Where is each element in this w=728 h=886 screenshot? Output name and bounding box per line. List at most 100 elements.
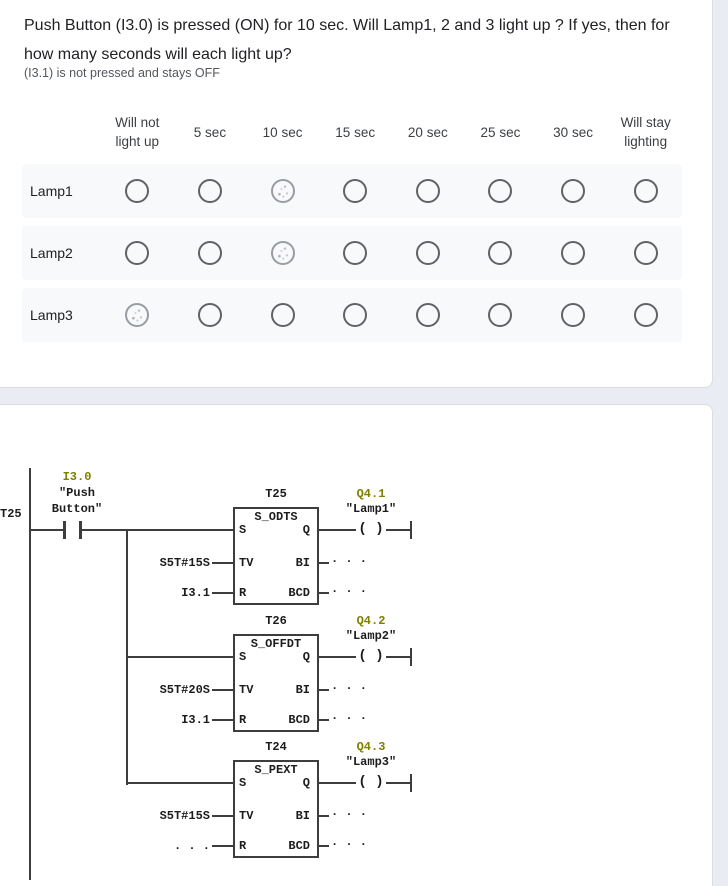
timer-number: T26: [265, 614, 287, 628]
radio-button[interactable]: [270, 179, 295, 203]
column-header: 20 sec: [407, 124, 448, 140]
wire: [212, 815, 233, 817]
radio-button[interactable]: [561, 241, 586, 265]
pin-r: R: [239, 586, 247, 600]
radio-button[interactable]: [633, 241, 658, 265]
pin-tv: TV: [239, 683, 254, 697]
question-title: Push Button (I3.0) is pressed (ON) for 1…: [24, 17, 670, 63]
radio-button[interactable]: [415, 241, 440, 265]
coil-symbol: ( ): [358, 521, 384, 537]
r-operand: I3.1: [181, 586, 210, 600]
bcd-unconnected: . . .: [331, 582, 368, 596]
radio-button[interactable]: [415, 179, 440, 203]
coil-address: Q4.2: [356, 614, 386, 628]
contact-name-line1: "Push: [58, 486, 95, 500]
pin-s: S: [239, 523, 247, 537]
pin-bi: BI: [295, 809, 310, 823]
radio-button[interactable]: [270, 241, 295, 265]
wire: [319, 592, 329, 594]
coil-symbol: ( ): [358, 774, 384, 790]
wire: [319, 689, 329, 691]
radio-button[interactable]: [343, 241, 368, 265]
question-card: Push Button (I3.0) is pressed (ON) for 1…: [0, 0, 713, 388]
wire: [386, 782, 410, 784]
timer-function: S_OFFDT: [250, 637, 302, 651]
timer-number: T25: [0, 507, 22, 521]
coil-address: Q4.1: [356, 487, 386, 501]
radio-button[interactable]: [270, 303, 295, 327]
grid-row-lamp3: Lamp3: [22, 288, 682, 342]
bcd-unconnected: . . .: [331, 709, 368, 723]
column-header: 5 sec: [193, 124, 227, 140]
pin-bi: BI: [295, 683, 310, 697]
bi-unconnected: . . .: [331, 679, 368, 693]
coil-symbol: ( ): [358, 648, 384, 664]
wire: [212, 845, 233, 847]
radio-button[interactable]: [125, 241, 150, 265]
wire: [212, 719, 233, 721]
pin-s: S: [239, 776, 247, 790]
timer-number: T25: [265, 487, 287, 501]
timer-box: [233, 507, 319, 605]
tv-operand: S5T#20S: [159, 683, 210, 697]
wire: [319, 529, 356, 531]
wire: [212, 689, 233, 691]
radio-button[interactable]: [561, 179, 586, 203]
coil-name: "Lamp2": [345, 629, 397, 643]
wire: [82, 529, 233, 531]
row-label: Lamp1: [30, 183, 73, 199]
wire: [319, 782, 356, 784]
rail-end-tick: [410, 521, 412, 539]
power-rail: [29, 468, 31, 880]
grid-row-lamp1: Lamp1: [22, 164, 682, 218]
grid-row-lamp2: Lamp2: [22, 226, 682, 280]
radio-button[interactable]: [633, 179, 658, 203]
wire: [212, 592, 233, 594]
radio-button[interactable]: [125, 179, 150, 203]
radio-button[interactable]: [197, 303, 222, 327]
radio-button[interactable]: [561, 303, 586, 327]
coil-name: "Lamp3": [345, 755, 397, 769]
radio-button[interactable]: [415, 303, 440, 327]
column-header: 10 sec: [262, 124, 303, 140]
wire: [319, 845, 329, 847]
pin-tv: TV: [239, 556, 254, 570]
radio-button[interactable]: [488, 303, 513, 327]
grid-column-headers: Will not light up 5 sec 10 sec 15 sec 20…: [22, 106, 682, 158]
bi-unconnected: . . .: [331, 805, 368, 819]
question-description: (I3.1) is not pressed and stays OFF: [24, 66, 220, 80]
ladder-diagram: I3.0 "Push Button" T25 T25 S_ODTS S Q TV…: [0, 404, 713, 886]
column-header: 15 sec: [335, 124, 376, 140]
radio-button[interactable]: [488, 241, 513, 265]
contact-name-line2: Button": [51, 502, 103, 516]
timer-box: [233, 634, 319, 732]
pin-bcd: BCD: [288, 839, 310, 853]
wire: [386, 529, 410, 531]
coil-name: "Lamp1": [345, 502, 397, 516]
timer-function: S_ODTS: [254, 510, 298, 524]
pin-q: Q: [302, 776, 310, 790]
radio-button[interactable]: [633, 303, 658, 327]
row-label: Lamp3: [30, 307, 73, 323]
diagram-card: [0, 404, 713, 886]
radio-button[interactable]: [197, 241, 222, 265]
radio-button[interactable]: [343, 179, 368, 203]
row-label: Lamp2: [30, 245, 73, 261]
timer-function: S_PEXT: [254, 763, 298, 777]
column-header: Will stay lighting: [620, 115, 671, 149]
pin-bi: BI: [295, 556, 310, 570]
radio-button[interactable]: [125, 303, 150, 327]
pin-bcd: BCD: [288, 586, 310, 600]
radio-button[interactable]: [197, 179, 222, 203]
column-header: Will not light up: [115, 115, 160, 149]
radio-button[interactable]: [343, 303, 368, 327]
wire: [126, 656, 233, 658]
r-operand: . . .: [173, 839, 210, 853]
column-header: 25 sec: [480, 124, 521, 140]
wire: [29, 529, 64, 531]
rail-end-tick: [410, 774, 412, 792]
column-header: 30 sec: [553, 124, 593, 140]
wire: [212, 562, 233, 564]
radio-button[interactable]: [488, 179, 513, 203]
wire: [319, 562, 329, 564]
